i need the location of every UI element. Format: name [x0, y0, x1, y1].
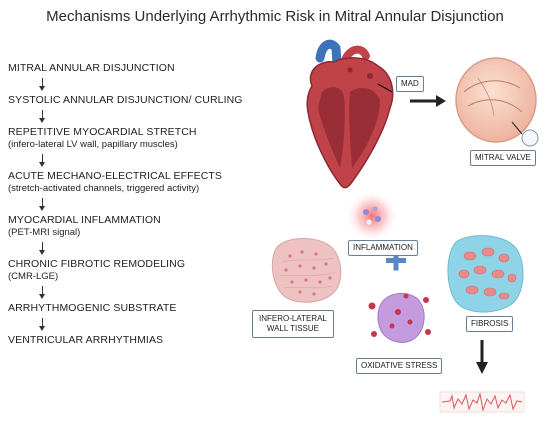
step-title: MITRAL ANNULAR DISJUNCTION: [8, 62, 175, 74]
down-arrow-icon: [476, 340, 488, 374]
step-mad: MITRAL ANNULAR DISJUNCTION: [8, 62, 258, 75]
down-arrow-icon: [8, 152, 78, 169]
mitral-valve-icon: [455, 57, 539, 147]
ecg-trace-icon: [439, 391, 525, 413]
heart-icon: [306, 39, 394, 189]
page-title: Mechanisms Underlying Arrhythmic Risk in…: [46, 8, 504, 25]
right-arrow-icon: [410, 95, 446, 107]
mad-label: MAD: [396, 76, 424, 92]
step-inflammation: MYOCARDIAL INFLAMMATION (PET-MRI signal): [8, 214, 258, 239]
myocardial-tissue-icon: [271, 238, 342, 303]
inflammation-icon: [346, 190, 398, 242]
fibrosis-label: FIBROSIS: [466, 316, 514, 332]
step-title: REPETITIVE MYOCARDIAL STRETCH: [8, 126, 197, 138]
step-curling: SYSTOLIC ANNULAR DISJUNCTION/ CURLING: [8, 94, 258, 107]
inflammation-label: INFLAMMATION: [348, 240, 418, 256]
down-arrow-icon: [8, 196, 78, 213]
fibrosis-tissue-icon: [447, 235, 524, 313]
mitral-valve-label: MITRAL VALVE: [470, 150, 536, 166]
down-arrow-icon: [8, 76, 78, 93]
step-title: MYOCARDIAL INFLAMMATION: [8, 214, 161, 226]
down-arrow-icon: [8, 284, 78, 301]
oxidative-stress-icon: [368, 293, 431, 343]
step-fibrotic-remodeling: CHRONIC FIBROTIC REMODELING (CMR-LGE): [8, 258, 258, 283]
tissue-label: INFERO-LATERAL WALL TISSUE: [252, 310, 334, 338]
plus-icon: [386, 250, 406, 271]
step-mechano-electrical: ACUTE MECHANO-ELECTRICAL EFFECTS (stretc…: [8, 170, 258, 195]
step-subtitle: (stretch-activated channels, triggered a…: [8, 183, 200, 194]
tissue-label-line1: INFERO-LATERAL: [259, 314, 327, 323]
mechanism-flow: MITRAL ANNULAR DISJUNCTION SYSTOLIC ANNU…: [8, 62, 258, 347]
step-subtitle: (PET-MRI signal): [8, 227, 81, 238]
step-arrhythmias: VENTRICULAR ARRHYTHMIAS: [8, 334, 258, 347]
step-title: CHRONIC FIBROTIC REMODELING: [8, 258, 186, 270]
step-title: ACUTE MECHANO-ELECTRICAL EFFECTS: [8, 170, 222, 182]
step-title: ARRHYTHMOGENIC SUBSTRATE: [8, 302, 177, 314]
step-subtitle: (infero-lateral LV wall, papillary muscl…: [8, 139, 178, 150]
step-subtitle: (CMR-LGE): [8, 271, 59, 282]
step-substrate: ARRHYTHMOGENIC SUBSTRATE: [8, 302, 258, 315]
down-arrow-icon: [8, 108, 78, 125]
step-title: SYSTOLIC ANNULAR DISJUNCTION/ CURLING: [8, 94, 243, 106]
step-stretch: REPETITIVE MYOCARDIAL STRETCH (infero-la…: [8, 126, 258, 151]
step-title: VENTRICULAR ARRHYTHMIAS: [8, 334, 164, 346]
down-arrow-icon: [8, 316, 78, 333]
oxidative-stress-label: OXIDATIVE STRESS: [356, 358, 443, 374]
tissue-label-line2: WALL TISSUE: [266, 324, 320, 333]
down-arrow-icon: [8, 240, 78, 257]
